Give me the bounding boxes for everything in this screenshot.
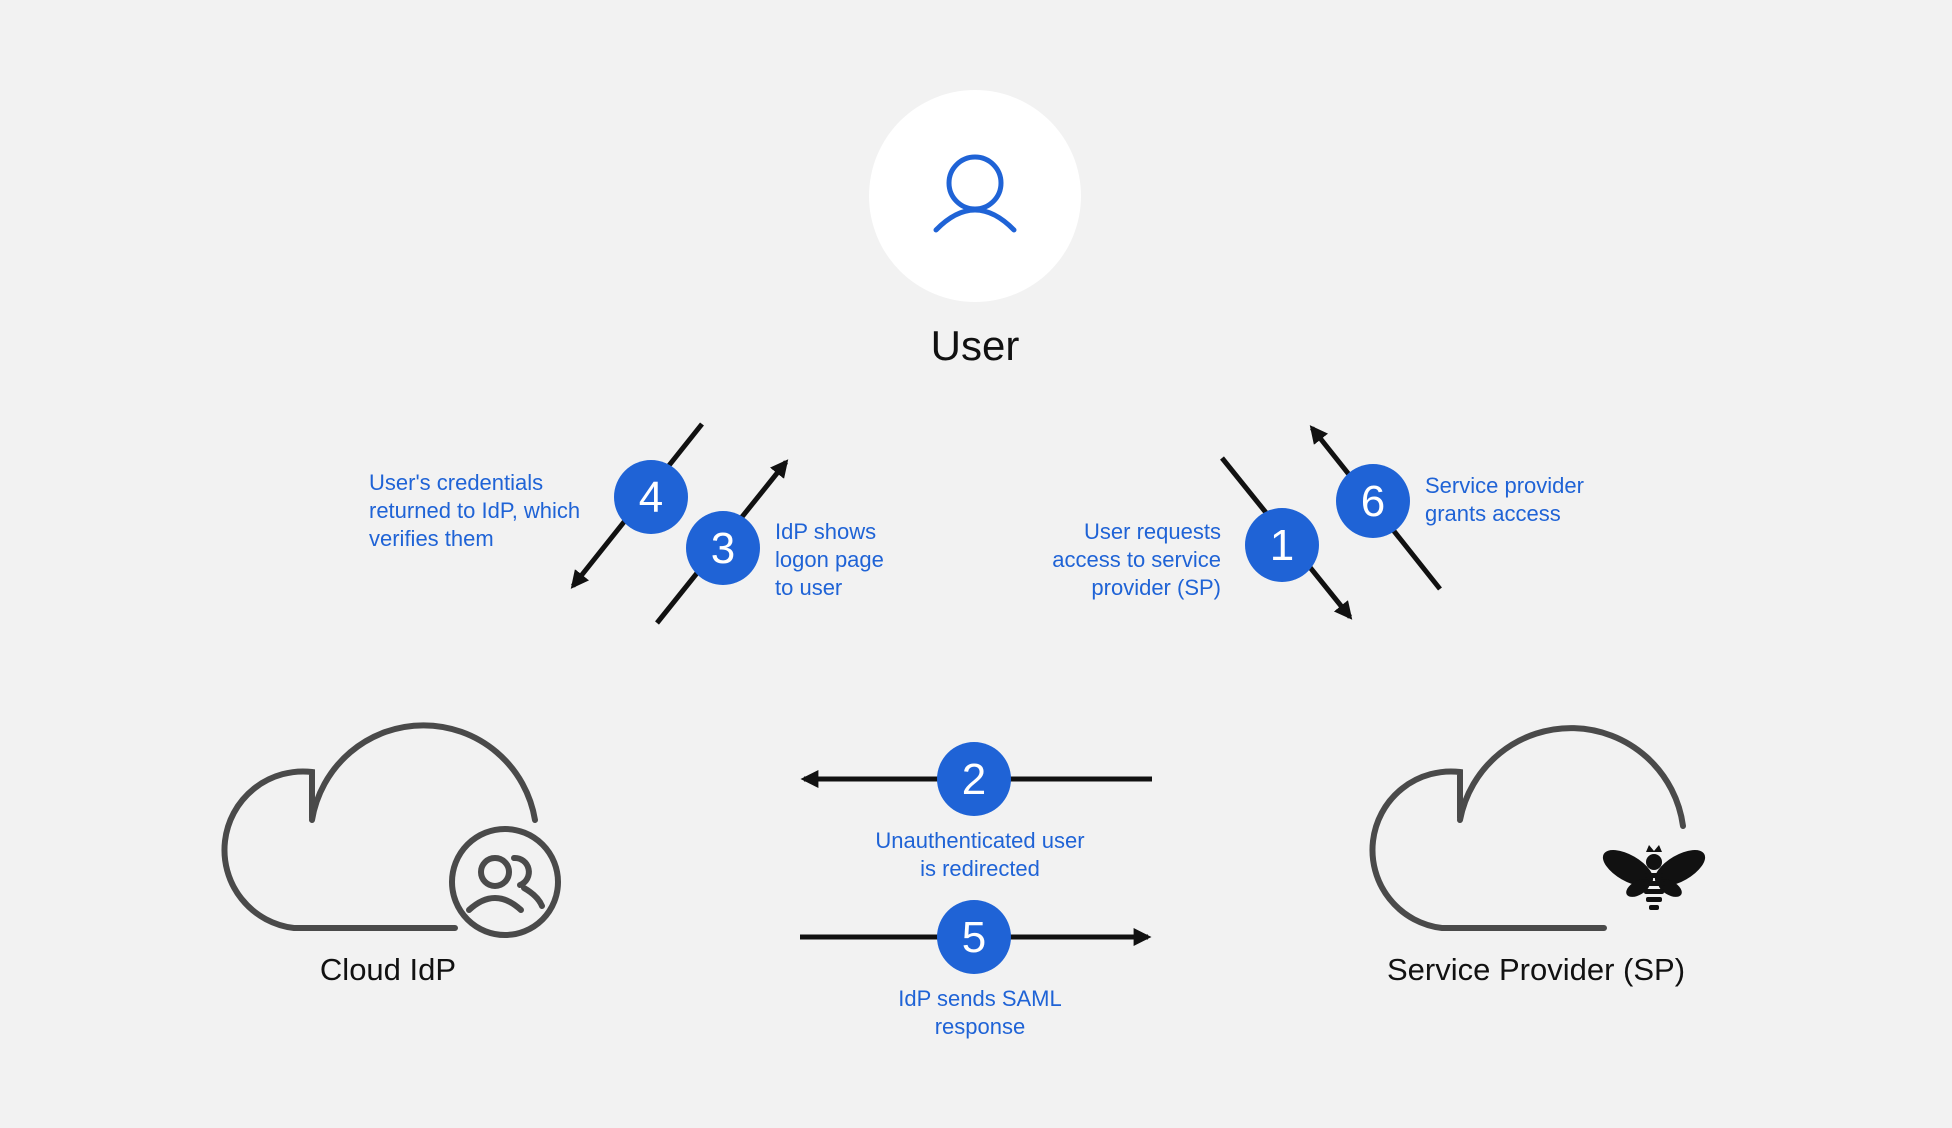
step-badge-5: 5	[937, 900, 1011, 974]
svg-text:2: 2	[962, 755, 986, 804]
user-icon	[933, 154, 1017, 233]
step-3-label: IdP shows logon page to user	[775, 519, 884, 600]
user-title: User	[930, 322, 1020, 369]
svg-text:6: 6	[1361, 477, 1385, 526]
svg-text:1: 1	[1270, 521, 1294, 570]
cloud-sp-icon	[1369, 725, 1686, 931]
step-badge-3: 3	[686, 511, 760, 585]
svg-text:5: 5	[962, 913, 986, 962]
step-5-label: IdP sends SAML response	[898, 986, 1062, 1039]
user-group-icon	[449, 826, 561, 938]
bee-icon	[1602, 845, 1706, 910]
cloud-idp-icon	[221, 722, 538, 931]
step-badge-4: 4	[614, 460, 688, 534]
step-1-label: User requests access to service provider…	[1052, 519, 1221, 600]
step-2-label: Unauthenticated user is redirected	[875, 828, 1085, 881]
step-6-label: Service provider grants access	[1425, 473, 1584, 526]
service-provider-title: Service Provider (SP)	[1386, 952, 1686, 987]
svg-text:4: 4	[639, 473, 663, 522]
svg-text:3: 3	[711, 524, 735, 573]
cloud-idp-title: Cloud IdP	[319, 952, 457, 987]
step-badge-6: 6	[1336, 464, 1410, 538]
step-4-label: User's credentials returned to IdP, whic…	[369, 470, 581, 551]
step-badge-1: 1	[1245, 508, 1319, 582]
step-badge-2: 2	[937, 742, 1011, 816]
user-avatar-circle	[869, 90, 1081, 302]
